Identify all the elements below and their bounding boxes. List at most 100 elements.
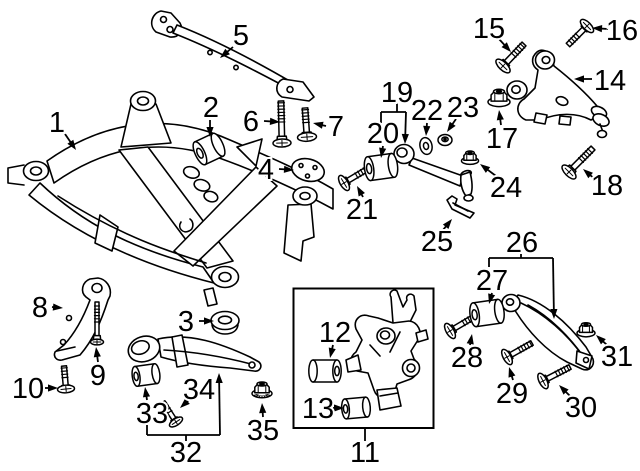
callout-8-label[interactable]: 8 [30,290,50,326]
callout-11[interactable]: 11 [348,428,382,471]
callout-16-label[interactable]: 16 [604,13,640,49]
callout-7-label[interactable]: 7 [326,109,346,145]
callout-26-arrowhead [550,308,558,319]
callout-15[interactable]: 15 [471,11,511,52]
callout-13[interactable]: 13 [300,391,344,427]
callout-33[interactable]: 33 [134,396,170,432]
callout-16[interactable]: 16 [592,13,640,49]
part-shim-plate-drawing [290,157,326,183]
callout-27-label[interactable]: 27 [474,263,510,299]
callout-3-label[interactable]: 3 [176,304,196,340]
callout-19[interactable]: 19 [379,75,415,144]
callout-31-label[interactable]: 31 [599,339,635,375]
callout-34[interactable]: 34 [180,372,217,408]
callout-19-label[interactable]: 19 [379,75,415,111]
part-lateral-link-drawing [393,143,474,202]
part-subframe-crossmember-drawing [7,90,334,307]
part-upper-control-arm-drawing [506,49,610,139]
callout-23-label[interactable]: 23 [445,90,481,126]
callout-28[interactable]: 28 [449,334,485,376]
callout-21[interactable]: 21 [344,186,380,228]
callout-5[interactable]: 5 [220,18,251,58]
callout-25[interactable]: 25 [419,219,455,260]
callout-32-arrowhead [215,373,223,384]
callout-34-label[interactable]: 34 [181,372,217,408]
callout-21-label[interactable]: 21 [344,192,380,228]
callout-17-label[interactable]: 17 [484,121,520,157]
callout-10-label[interactable]: 10 [10,371,46,407]
part-nut-31-drawing [576,321,596,338]
callout-23[interactable]: 23 [445,90,481,132]
callout-15-label[interactable]: 15 [471,11,507,47]
callout-16-arrowhead [592,25,603,33]
callout-14-label[interactable]: 14 [592,63,628,99]
callout-22[interactable]: 22 [409,93,445,136]
callout-32-label[interactable]: 32 [168,435,204,471]
callout-2[interactable]: 2 [201,90,221,137]
callout-35-label[interactable]: 35 [245,413,281,449]
callout-9-arrowhead [93,347,101,358]
callout-20[interactable]: 20 [365,116,401,158]
callout-22-arrowhead [423,125,431,136]
callout-18[interactable]: 18 [583,168,625,204]
callout-3-arrowhead [204,317,214,325]
callout-17[interactable]: 17 [484,110,520,157]
callout-30-label[interactable]: 30 [563,390,599,426]
callout-24[interactable]: 24 [480,164,524,206]
callout-2-label[interactable]: 2 [201,90,221,126]
callout-6-label[interactable]: 6 [241,104,261,140]
callout-31[interactable]: 31 [596,335,635,375]
callout-9[interactable]: 9 [88,347,108,394]
callout-18-label[interactable]: 18 [589,168,625,204]
callout-6[interactable]: 6 [241,104,280,140]
callout-5-label[interactable]: 5 [231,18,251,54]
callout-3[interactable]: 3 [176,304,214,340]
callout-10[interactable]: 10 [10,371,58,407]
part-bolt-9-drawing [89,301,105,346]
callout-27[interactable]: 27 [474,263,510,304]
callout-29[interactable]: 29 [494,367,530,412]
callout-7[interactable]: 7 [313,109,346,145]
callout-33-label[interactable]: 33 [134,396,170,432]
callout-26-label[interactable]: 26 [504,225,540,261]
callout-23-arrowhead [447,121,456,132]
callout-28-label[interactable]: 28 [449,340,485,376]
callout-14-arrowhead [574,75,584,83]
callout-8[interactable]: 8 [30,290,63,326]
part-bolt-10-drawing [56,365,76,394]
callout-6-arrowhead [269,117,280,125]
callout-13-label[interactable]: 13 [300,391,336,427]
callout-30[interactable]: 30 [559,385,599,426]
part-rear-lateral-arm-drawing [501,293,595,371]
callout-12-arrowhead [328,347,336,358]
callout-1-label[interactable]: 1 [47,105,67,141]
callout-25-label[interactable]: 25 [419,224,455,260]
callout-10-arrowhead [48,384,58,392]
callout-12[interactable]: 12 [317,315,353,358]
callout-12-label[interactable]: 12 [317,315,353,351]
callout-22-label[interactable]: 22 [409,93,445,129]
callout-26[interactable]: 26 [488,225,558,319]
part-bolt-6-drawing [272,100,292,148]
callout-11-label[interactable]: 11 [348,435,382,471]
callout-4-label[interactable]: 4 [256,152,276,188]
part-bolt-15-drawing [495,41,527,74]
callout-14[interactable]: 14 [574,63,628,99]
part-bushing-20-drawing [363,152,399,182]
part-nut-17-drawing [487,88,511,108]
callout-31-arrowhead [596,335,606,345]
callout-4[interactable]: 4 [256,152,294,188]
callout-7-arrowhead [313,121,324,129]
callout-1[interactable]: 1 [47,105,76,150]
callout-35[interactable]: 35 [245,403,281,449]
part-bolt-16-drawing [565,18,595,48]
part-bushing-13-drawing [340,396,372,420]
callout-20-label[interactable]: 20 [365,116,401,152]
callout-24-label[interactable]: 24 [488,170,524,206]
callout-19-arrow-line [404,111,407,138]
callout-29-label[interactable]: 29 [494,376,530,412]
callout-32[interactable]: 32 [142,373,223,471]
part-bolt-18-drawing [561,145,596,180]
callout-9-label[interactable]: 9 [88,358,108,394]
